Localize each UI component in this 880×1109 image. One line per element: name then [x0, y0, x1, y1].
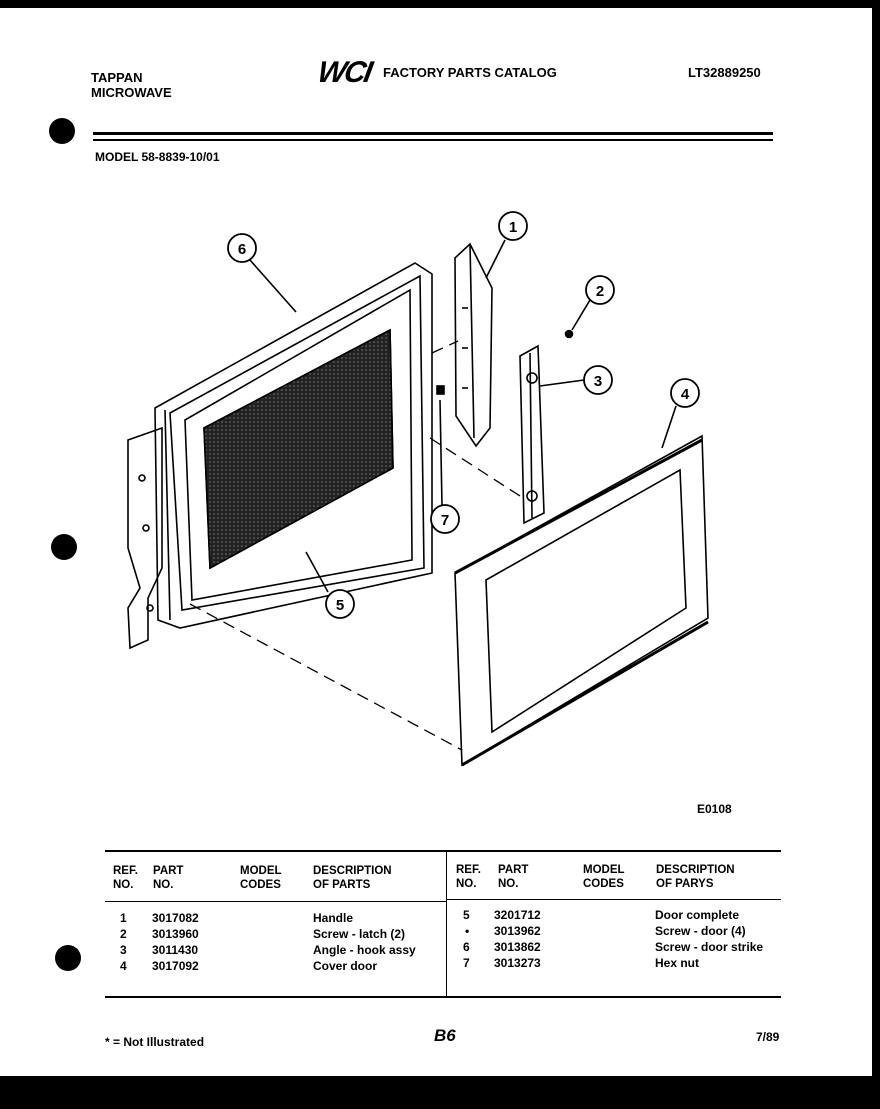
- callout-6-label: 6: [238, 241, 246, 258]
- model-number: MODEL 58-8839-10/01: [95, 150, 220, 164]
- desc-cell: Door complete: [655, 908, 740, 922]
- header-desc-line2: OF PARTS: [313, 879, 371, 891]
- brand-line-2: MICROWAVE: [91, 85, 172, 100]
- door-frame: [154, 262, 433, 629]
- callout-5-label: 5: [336, 597, 344, 614]
- ref-cell: 2: [120, 927, 127, 941]
- header-ref-line1: REF.: [113, 865, 138, 877]
- door-handle: [454, 242, 493, 448]
- header-ref-no-right: REF. NO.: [456, 863, 481, 891]
- ref-cell: 4: [120, 959, 127, 973]
- desc-cell: Hex nut: [655, 956, 700, 970]
- header-part-line1-right: PART: [498, 864, 529, 876]
- header-part-no-right: PART NO.: [498, 863, 528, 891]
- header-rule-thin: [93, 139, 773, 141]
- desc-cell: Handle: [313, 911, 354, 925]
- cover-door: [454, 434, 709, 767]
- header-description-right: DESCRIPTION OF PARYS: [656, 863, 735, 891]
- not-illustrated-note: * = Not Illustrated: [105, 1035, 205, 1049]
- header-model-line2: CODES: [240, 879, 281, 891]
- ref-cell: 1: [120, 911, 127, 925]
- callout-4-label: 4: [681, 386, 690, 403]
- header-model-line2-right: CODES: [583, 878, 624, 890]
- callout-7: 7: [430, 504, 460, 534]
- ref-cell: 6: [463, 940, 470, 954]
- desc-cell: Screw - latch (2): [313, 927, 406, 941]
- table-header-rule-left: [105, 901, 446, 902]
- binder-hole-top: [49, 118, 75, 144]
- header-model-codes-right: MODEL CODES: [583, 863, 625, 891]
- ref-cell: 3: [120, 943, 127, 957]
- page-number: B6: [434, 1026, 456, 1045]
- header-rule-thick: [93, 132, 773, 135]
- callout-1: 1: [498, 211, 528, 241]
- part-cell: 3017092: [152, 959, 199, 973]
- part-cell: 3013273: [494, 956, 541, 970]
- header-ref-line2: NO.: [113, 879, 134, 891]
- binder-hole-bottom: [55, 945, 81, 971]
- figure-code: E0108: [697, 802, 732, 816]
- part-cell: 3017082: [152, 911, 199, 925]
- angle-hook-assembly: [519, 344, 545, 525]
- catalog-page: TAPPAN MICROWAVE WCI FACTORY PARTS CATAL…: [0, 8, 872, 1076]
- table-top-rule: [105, 850, 781, 852]
- part-cell: 3013962: [494, 924, 541, 938]
- catalog-number: LT32889250: [688, 65, 761, 80]
- ref-cell: •: [465, 924, 470, 938]
- callout-7-label: 7: [441, 512, 449, 529]
- part-cell: 3013960: [152, 927, 199, 941]
- table-bottom-rule: [105, 996, 781, 998]
- header-part-line1: PART: [153, 865, 184, 877]
- callout-2-label: 2: [596, 283, 604, 300]
- desc-cell: Cover door: [313, 959, 378, 973]
- callout-5: 5: [325, 589, 355, 619]
- header-part-no-left: PART NO.: [153, 864, 183, 892]
- header-desc-line2-right: OF PARYS: [656, 878, 714, 890]
- hinge-bracket: [127, 426, 163, 650]
- desc-cell: Screw - door strike: [655, 940, 764, 954]
- callout-3: 3: [583, 365, 613, 395]
- desc-cell: Screw - door (4): [655, 924, 746, 938]
- desc-cell: Angle - hook assy: [313, 943, 416, 957]
- callout-6: 6: [227, 233, 257, 263]
- binder-hole-middle: [51, 534, 77, 560]
- part-cell: 3201712: [494, 908, 541, 922]
- table-header-rule-right: [447, 899, 781, 900]
- callout-1-label: 1: [509, 219, 517, 236]
- header-desc-line1: DESCRIPTION: [313, 865, 392, 877]
- brand-name: TAPPAN MICROWAVE: [91, 70, 172, 100]
- header-part-line2-right: NO.: [498, 878, 519, 890]
- callout-2: 2: [585, 275, 615, 305]
- part-cell: 3011430: [152, 943, 199, 957]
- ref-cell: 7: [463, 956, 470, 970]
- catalog-title: FACTORY PARTS CATALOG: [383, 65, 557, 80]
- door-window-mesh: [203, 328, 394, 570]
- callout-4: 4: [670, 378, 700, 408]
- header-model-line1: MODEL: [240, 865, 282, 877]
- header-ref-line2-right: NO.: [456, 878, 477, 890]
- table-divider: [446, 852, 447, 996]
- exploded-parts-diagram: 1 2 3 4 5 6 7: [127, 211, 709, 767]
- brand-line-1: TAPPAN: [91, 70, 143, 85]
- header-desc-line1-right: DESCRIPTION: [656, 864, 735, 876]
- header-model-line1-right: MODEL: [583, 864, 625, 876]
- header-ref-line1-right: REF.: [456, 864, 481, 876]
- header-ref-no-left: REF. NO.: [113, 864, 138, 892]
- ref-cell: 5: [463, 908, 470, 922]
- header-model-codes-left: MODEL CODES: [240, 864, 282, 892]
- header-description-left: DESCRIPTION OF PARTS: [313, 864, 392, 892]
- part-cell: 3013862: [494, 940, 541, 954]
- callout-3-label: 3: [594, 373, 602, 390]
- header-part-line2: NO.: [153, 879, 174, 891]
- catalog-date: 7/89: [756, 1030, 780, 1044]
